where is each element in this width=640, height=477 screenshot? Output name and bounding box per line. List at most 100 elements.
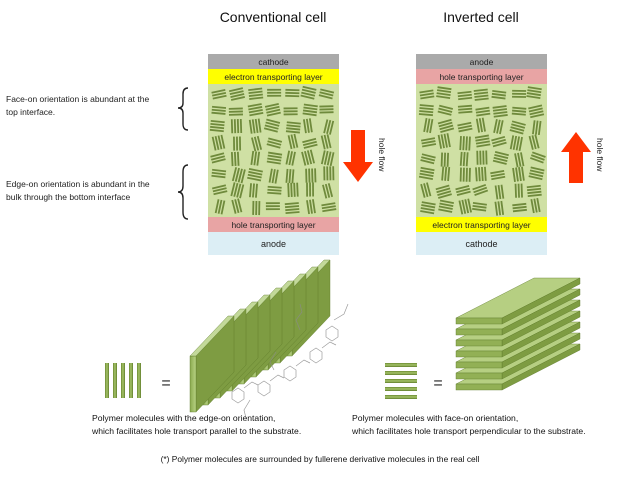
molecule-cluster	[267, 88, 282, 97]
molecule-cluster	[319, 105, 334, 114]
molecule-cluster	[437, 104, 454, 116]
molecule-cluster	[437, 118, 455, 134]
molecule-cluster	[211, 89, 227, 100]
molecule-cluster	[249, 183, 258, 198]
molecule-cluster	[526, 86, 542, 100]
molecule-cluster	[509, 135, 523, 151]
face-on-icon	[385, 363, 417, 399]
hole-flow-arrow-up: hole flow	[561, 132, 605, 183]
face-on-note-line2: top interface.	[6, 107, 55, 117]
molecule-cluster	[323, 166, 335, 181]
molecule-cluster	[263, 118, 281, 133]
molecule-cluster	[494, 184, 505, 200]
inverted-electron-layer-label: electron transporting layer	[432, 220, 530, 230]
molecule-cluster	[251, 135, 263, 152]
conventional-anode	[208, 232, 339, 255]
conventional-electron-layer-label: electron transporting layer	[224, 72, 322, 82]
molecule-cluster	[306, 182, 315, 197]
molecule-cluster	[320, 134, 332, 150]
conventional-cell: cathode electron transporting layer hole…	[208, 54, 339, 255]
molecule-cluster	[490, 169, 506, 181]
face-on-note-line1: Face-on orientation is abundant at the	[6, 94, 149, 104]
edge-on-note-line1: Edge-on orientation is abundant in the	[6, 179, 150, 189]
molecule-cluster	[285, 88, 300, 98]
molecule-cluster	[248, 118, 262, 134]
inverted-electron-layer	[416, 217, 547, 232]
hole-flow-label-inverted: hole flow	[595, 138, 605, 172]
face-on-brace	[177, 87, 189, 131]
conventional-anode-label: anode	[261, 239, 286, 249]
molecule-cluster	[323, 119, 335, 135]
molecule-structure-sketch	[231, 303, 349, 419]
molecule-cluster	[526, 184, 542, 198]
molecule-cluster	[472, 183, 489, 196]
molecule-cluster	[423, 117, 434, 134]
molecule-cluster	[231, 167, 246, 184]
molecule-cluster	[264, 102, 281, 117]
molecule-cluster	[475, 117, 486, 133]
inverted-hole-layer-label: hole transporting layer	[439, 72, 523, 82]
molecule-cluster	[459, 151, 469, 167]
molecule-cluster	[418, 166, 435, 180]
molecule-cluster	[302, 118, 313, 134]
hole-flow-label-conventional: hole flow	[377, 138, 387, 172]
molecule-cluster	[214, 199, 226, 215]
up-arrow-icon	[561, 132, 591, 183]
molecule-cluster	[247, 103, 264, 117]
inverted-cell: anode hole transporting layer electron t…	[416, 54, 547, 255]
molecule-cluster	[318, 88, 335, 100]
molecule-cluster	[474, 134, 491, 148]
molecule-cluster	[266, 151, 283, 165]
molecule-cluster	[441, 166, 451, 182]
inverted-anode-label: anode	[470, 57, 494, 67]
molecule-cluster	[228, 87, 245, 101]
molecule-cluster	[252, 200, 261, 216]
molecule-cluster	[287, 133, 299, 150]
molecule-cluster	[300, 85, 317, 100]
molecule-cluster	[322, 183, 334, 199]
molecule-cluster	[285, 168, 295, 184]
conventional-active-layer	[208, 84, 339, 217]
face-on-caption-line1: Polymer molecules with face-on orientati…	[352, 413, 518, 423]
molecule-cluster	[494, 200, 505, 216]
molecule-cluster	[473, 88, 489, 101]
molecule-cluster	[528, 166, 545, 181]
inverted-hole-layer	[416, 69, 547, 84]
conventional-title: Conventional cell	[220, 9, 327, 25]
face-on-slab-stack	[455, 277, 581, 391]
face-on-slab	[455, 277, 581, 325]
edge-on-caption-line2: which facilitates hole transport paralle…	[91, 426, 301, 436]
down-arrow-icon	[343, 130, 373, 182]
molecule-cluster	[230, 182, 245, 199]
molecule-cluster	[285, 150, 296, 166]
molecule-cluster	[457, 121, 473, 133]
hole-flow-arrow-down: hole flow	[343, 130, 387, 182]
molecule-cluster	[512, 89, 527, 98]
molecule-cluster	[438, 199, 454, 213]
edge-on-caption-line1: Polymer molecules with the edge-on orien…	[92, 413, 275, 423]
molecule-cluster	[459, 167, 471, 182]
edge-on-icon	[105, 363, 141, 398]
conventional-electron-layer	[208, 69, 339, 84]
molecule-cluster	[210, 152, 226, 164]
edge-on-slab	[189, 315, 235, 413]
molecule-cluster	[476, 150, 488, 165]
molecule-cluster	[420, 182, 432, 198]
molecule-cluster	[284, 202, 300, 215]
molecule-cluster	[268, 168, 279, 184]
inverted-cathode	[416, 232, 547, 255]
conventional-cathode-label: cathode	[258, 57, 289, 67]
molecule-cluster	[283, 107, 298, 116]
molecule-cluster	[492, 105, 508, 118]
molecule-cluster	[475, 166, 487, 182]
molecule-cluster	[211, 134, 226, 151]
footnote: (*) Polymer molecules are surrounded by …	[161, 454, 480, 464]
conventional-molecules	[209, 85, 337, 216]
edge-on-brace	[177, 164, 189, 220]
molecule-cluster	[529, 151, 546, 164]
molecule-cluster	[435, 184, 452, 199]
molecule-cluster	[248, 87, 264, 100]
molecule-cluster	[305, 168, 317, 183]
molecule-cluster	[492, 151, 509, 165]
